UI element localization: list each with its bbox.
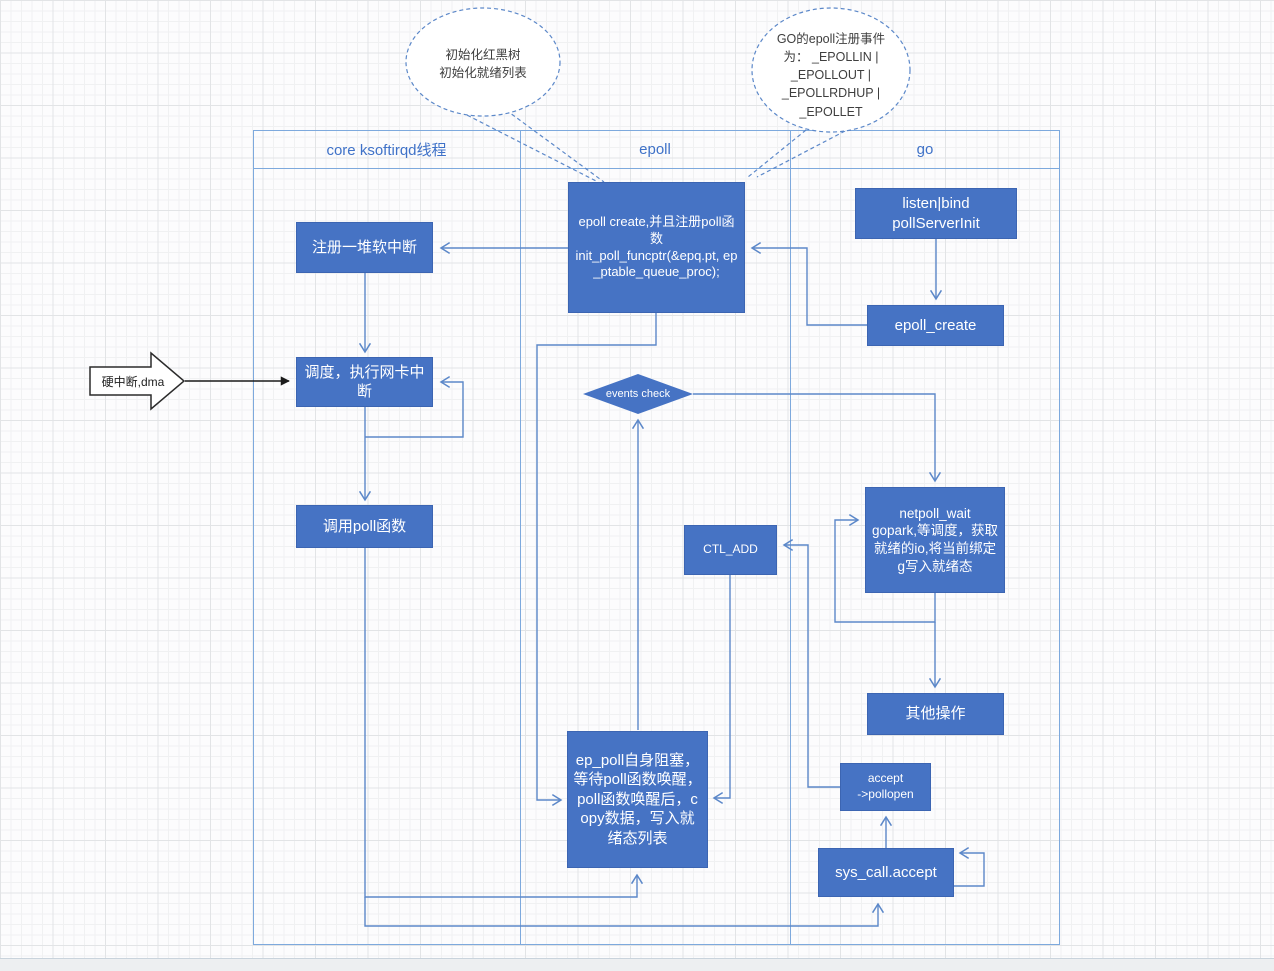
- lane-divider-1: [520, 130, 521, 945]
- lane-title-core-ksoftirqd: core ksoftirqd线程: [326, 141, 447, 159]
- node-call-poll[interactable]: 调用poll函数: [296, 505, 433, 548]
- callout-init-rbtree-label: 初始化红黑树 初始化就绪列表: [439, 48, 527, 81]
- swimlane-pool: [253, 130, 1060, 945]
- node-sys-call-accept[interactable]: sys_call.accept: [818, 848, 954, 897]
- node-epoll-create-go[interactable]: epoll_create: [867, 305, 1004, 346]
- node-schedule-nic[interactable]: 调度，执行网卡中断: [296, 357, 433, 407]
- node-other-ops[interactable]: 其他操作: [867, 693, 1004, 735]
- node-epoll-create-register[interactable]: epoll create,并且注册poll函数 init_poll_funcpt…: [568, 182, 745, 313]
- pool-header-divider: [253, 168, 1060, 169]
- hard-interrupt-label: 硬中断,dma: [101, 374, 165, 389]
- lane-title-go: go: [916, 140, 934, 158]
- node-netpoll-wait[interactable]: netpoll_wait gopark,等调度，获取就绪的io,将当前绑定g写入…: [865, 487, 1005, 593]
- node-listen-bind[interactable]: listen|bind pollServerInit: [855, 188, 1017, 239]
- node-accept-pollopen[interactable]: accept ->pollopen: [840, 763, 931, 811]
- node-ctl-add[interactable]: CTL_ADD: [684, 525, 777, 575]
- node-ep-poll[interactable]: ep_poll自身阻塞，等待poll函数唤醒，poll函数唤醒后，copy数据，…: [567, 731, 708, 868]
- callout-go-epoll-events-label: GO的epoll注册事件 为： _EPOLLIN | _EPOLLOUT | _…: [776, 32, 886, 119]
- lane-title-epoll: epoll: [639, 140, 671, 158]
- node-register-softirq[interactable]: 注册一堆软中断: [296, 222, 433, 273]
- bottom-edge-strip: [0, 958, 1274, 971]
- lane-divider-2: [790, 130, 791, 945]
